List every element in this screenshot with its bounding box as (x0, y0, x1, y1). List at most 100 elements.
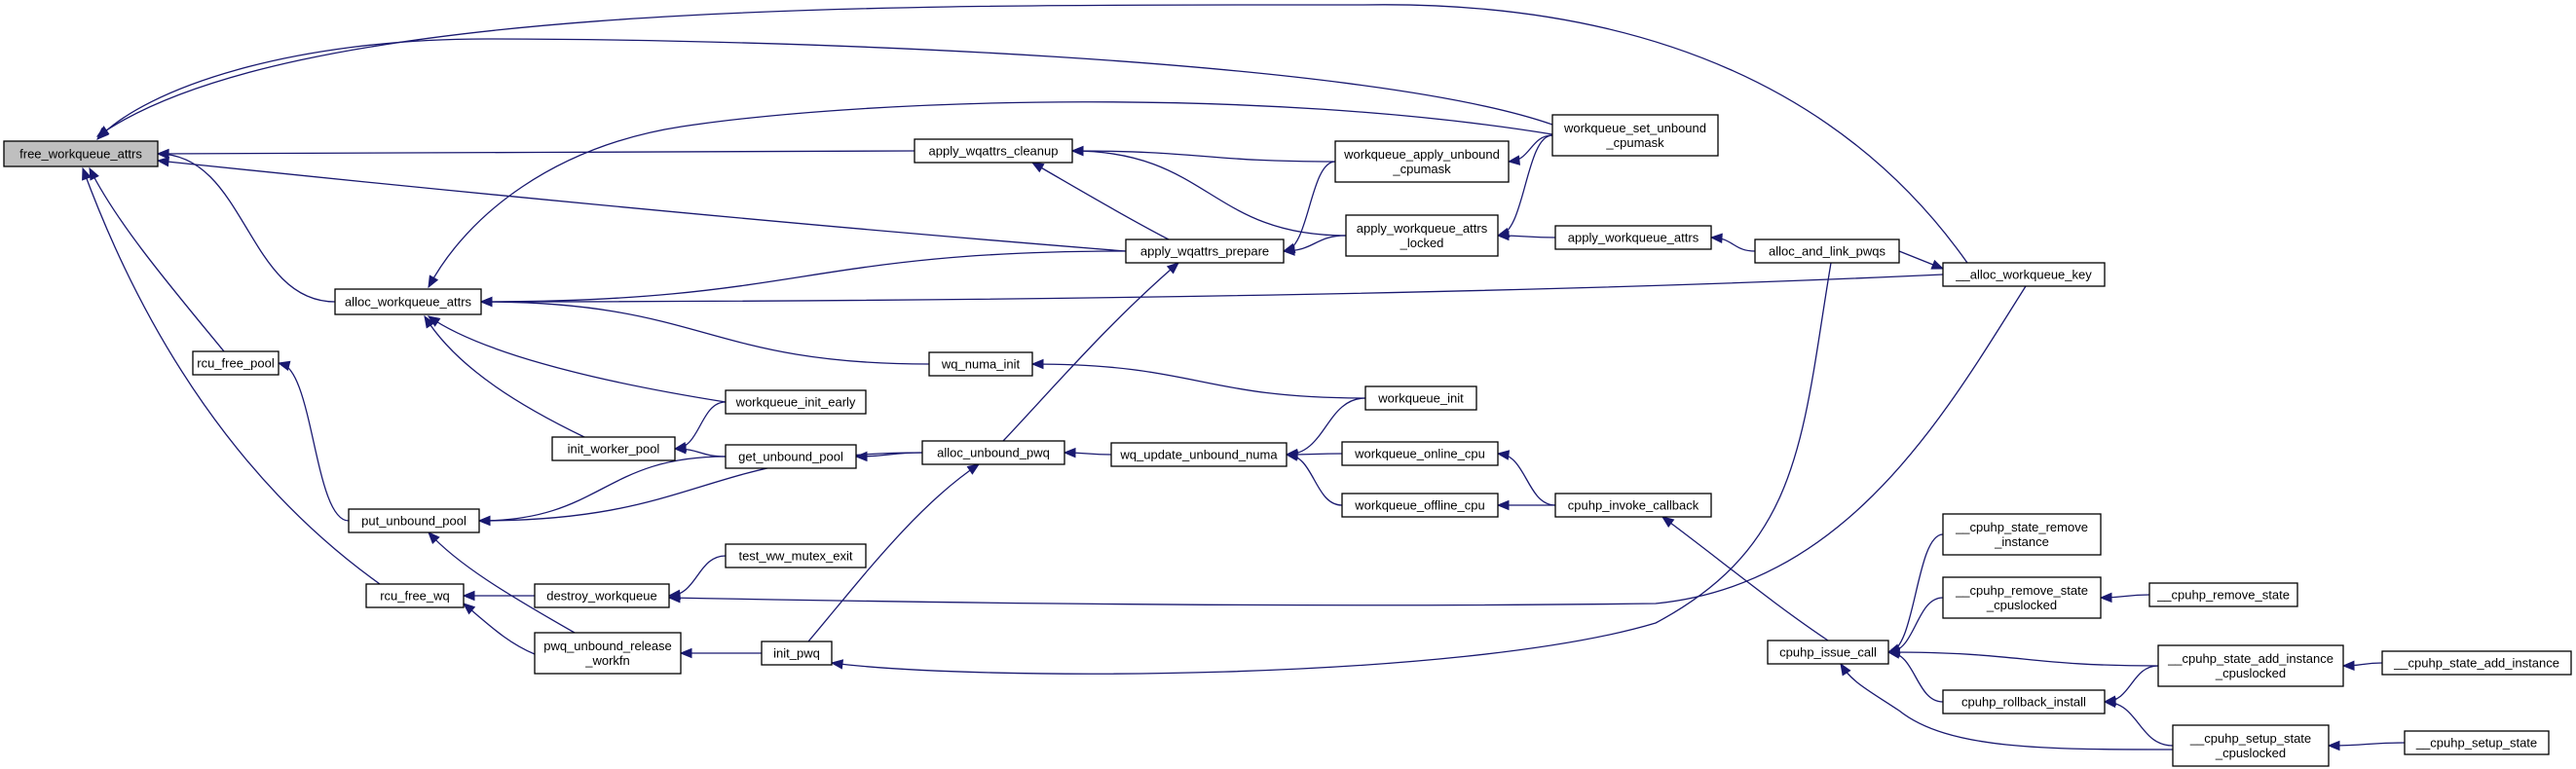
node-box (1364, 385, 1477, 411)
arrowhead (667, 592, 681, 604)
node-label: rcu_free_wq (380, 589, 450, 604)
node-box (1551, 114, 1719, 157)
node-label: cpuhp_invoke_callback (1568, 498, 1699, 513)
edge-workqueue_offline_cpu-calls-wq_update_unbound_numa (1285, 451, 1343, 506)
node-cpuhp-remove-state[interactable]: __cpuhp_remove_state (2148, 582, 2298, 607)
arrowhead (89, 166, 99, 181)
edge-cpuhp_state_remove_instance-calls-cpuhp_issue_call (1886, 533, 1944, 654)
node-label: _cpuslocked (2215, 746, 2286, 760)
node-label: workqueue_init_early (735, 395, 856, 410)
node-cpuhp-setup-state-cpuslocked[interactable]: __cpuhp_setup_state_cpuslocked (2172, 724, 2330, 767)
arrowhead (2099, 592, 2112, 604)
node-workqueue-apply-unbound-cpumask[interactable]: workqueue_apply_unbound_cpumask (1334, 140, 1510, 183)
node-cpuhp-rollback-install[interactable]: cpuhp_rollback_install (1942, 689, 2106, 714)
node-label: __cpuhp_state_remove (1955, 520, 2088, 534)
arrowhead (1285, 451, 1299, 461)
node-pwq-unbound-release-workfn[interactable]: pwq_unbound_release_workfn (534, 632, 682, 675)
node-workqueue-online-cpu[interactable]: workqueue_online_cpu (1341, 441, 1499, 466)
node-apply-workqueue-attrs[interactable]: apply_workqueue_attrs (1554, 225, 1712, 250)
edge-cpuhp_issue_call-calls-cpuhp_invoke_callback (1661, 516, 1829, 641)
node-alloc-workqueue-key[interactable]: __alloc_workqueue_key (1942, 262, 2106, 287)
edge-cpuhp_state_add_instance_cpuslocked-calls-cpuhp_issue_call (1886, 646, 2159, 667)
edge-line (278, 362, 350, 522)
node-box (2157, 644, 2344, 687)
arrowhead (428, 275, 439, 289)
node-rcu-free-wq[interactable]: rcu_free_wq (365, 583, 465, 608)
node-init-worker-pool[interactable]: init_worker_pool (551, 436, 676, 461)
node-rcu-free-pool[interactable]: rcu_free_pool (192, 350, 280, 376)
edge-line (1887, 651, 1944, 703)
node-cpuhp-remove-state-cpuslocked[interactable]: __cpuhp_remove_state_cpuslocked (1942, 576, 2102, 619)
node-cpuhp-issue-call[interactable]: cpuhp_issue_call (1767, 640, 1889, 665)
node-workqueue-init-early[interactable]: workqueue_init_early (725, 389, 867, 415)
node-label: alloc_unbound_pwq (937, 446, 1050, 460)
call-graph-edges (82, 4, 2406, 751)
edge-line (2328, 742, 2406, 747)
node-label: _cpuslocked (1986, 598, 2057, 612)
edge-line (157, 160, 1127, 252)
edge-put_unbound_pool-calls-rcu_free_pool (277, 360, 350, 522)
node-box (761, 641, 833, 666)
node-alloc-unbound-pwq[interactable]: alloc_unbound_pwq (921, 440, 1065, 465)
node-workqueue-init[interactable]: workqueue_init (1364, 385, 1477, 411)
node-cpuhp-state-remove-instance[interactable]: __cpuhp_state_remove_instance (1942, 513, 2102, 556)
arrowhead (156, 148, 169, 160)
node-apply-wqattrs-cleanup[interactable]: apply_wqattrs_cleanup (914, 138, 1073, 164)
arrowhead (673, 444, 687, 455)
edge-line (428, 315, 727, 403)
node-box (2404, 730, 2550, 755)
edge-pwq_unbound_release_workfn-calls-put_unbound_pool (428, 531, 576, 634)
edge-workqueue_init-calls-wq_numa_init (1030, 358, 1366, 399)
node-label: free_workqueue_attrs (19, 147, 142, 162)
call-graph-nodes: free_workqueue_attrs alloc_workqueue_attr… (3, 114, 2572, 767)
node-label: _cpuslocked (2215, 666, 2286, 680)
node-put-unbound-pool[interactable]: put_unbound_pool (348, 508, 480, 533)
node-label: _locked (1400, 236, 1444, 250)
node-cpuhp-state-add-instance-cpuslocked[interactable]: __cpuhp_state_add_instance_cpuslocked (2157, 644, 2344, 687)
arrowhead (1496, 230, 1510, 241)
edge-line (1071, 150, 1336, 163)
edge-wq_numa_init-calls-alloc_workqueue_attrs (479, 296, 930, 365)
node-workqueue-offline-cpu[interactable]: workqueue_offline_cpu (1341, 493, 1499, 518)
edge-cpuhp_setup_state-calls-cpuhp_setup_state_cpuslocked (2327, 740, 2406, 751)
edge-line (1002, 262, 1179, 442)
node-label: _cpumask (1392, 162, 1451, 176)
node-label: workqueue_apply_unbound (1343, 147, 1500, 162)
node-wq-update-unbound-numa[interactable]: wq_update_unbound_numa (1110, 442, 1288, 467)
node-free-workqueue-attrs[interactable]: free_workqueue_attrs (3, 140, 159, 167)
node-box (551, 436, 676, 461)
node-wq-numa-init[interactable]: wq_numa_init (928, 351, 1033, 377)
node-label: apply_workqueue_attrs (1568, 231, 1699, 245)
edge-line (668, 285, 2027, 606)
edge-alloc_workqueue_key-calls-alloc_and_link_pwqs (1898, 250, 1945, 270)
node-cpuhp-setup-state[interactable]: __cpuhp_setup_state (2404, 730, 2550, 755)
node-destroy-workqueue[interactable]: destroy_workqueue (534, 583, 670, 608)
edge-workqueue_apply_unbound_cpumask-calls-apply_wqattrs_prepare (1282, 161, 1336, 253)
edge-line (478, 456, 727, 522)
node-label: apply_workqueue_attrs (1357, 221, 1488, 236)
node-label: _cpumask (1605, 135, 1664, 150)
node-cpuhp-state-add-instance[interactable]: __cpuhp_state_add_instance (2381, 650, 2572, 676)
node-alloc-and-link-pwqs[interactable]: alloc_and_link_pwqs (1754, 238, 1900, 264)
node-test-ww-mutex-exit[interactable]: test_ww_mutex_exit (725, 543, 867, 568)
edge-apply_wqattrs_prepare-calls-apply_wqattrs_cleanup (1030, 162, 1170, 240)
arrowhead (1030, 162, 1045, 173)
node-apply-workqueue-attrs-locked[interactable]: apply_workqueue_attrs_locked (1345, 214, 1499, 257)
node-init-pwq[interactable]: init_pwq (761, 641, 833, 666)
edge-line (1887, 533, 1944, 653)
node-box (1341, 441, 1499, 466)
node-cpuhp-invoke-callback[interactable]: cpuhp_invoke_callback (1554, 493, 1712, 518)
node-get-unbound-pool[interactable]: get_unbound_pool (725, 444, 857, 469)
node-apply-wqattrs-prepare[interactable]: apply_wqattrs_prepare (1125, 238, 1285, 264)
edge-alloc_workqueue_key-calls-destroy_workqueue (667, 285, 2027, 606)
node-label: alloc_workqueue_attrs (345, 295, 472, 310)
edge-rcu_free_pool-calls-free_workqueue_attrs (89, 166, 225, 352)
node-alloc-workqueue-attrs[interactable]: alloc_workqueue_attrs (334, 288, 482, 315)
arrowhead (966, 463, 981, 475)
node-workqueue-set-unbound-cpumask[interactable]: workqueue_set_unbound_cpumask (1551, 114, 1719, 157)
arrowhead (679, 647, 692, 659)
edge-alloc_unbound_pwq-calls-get_unbound_pool (854, 451, 923, 462)
arrowhead (428, 531, 440, 544)
edge-init_pwq-calls-pwq_unbound_release_workfn (679, 647, 762, 659)
node-label: __cpuhp_remove_state (2156, 588, 2290, 603)
